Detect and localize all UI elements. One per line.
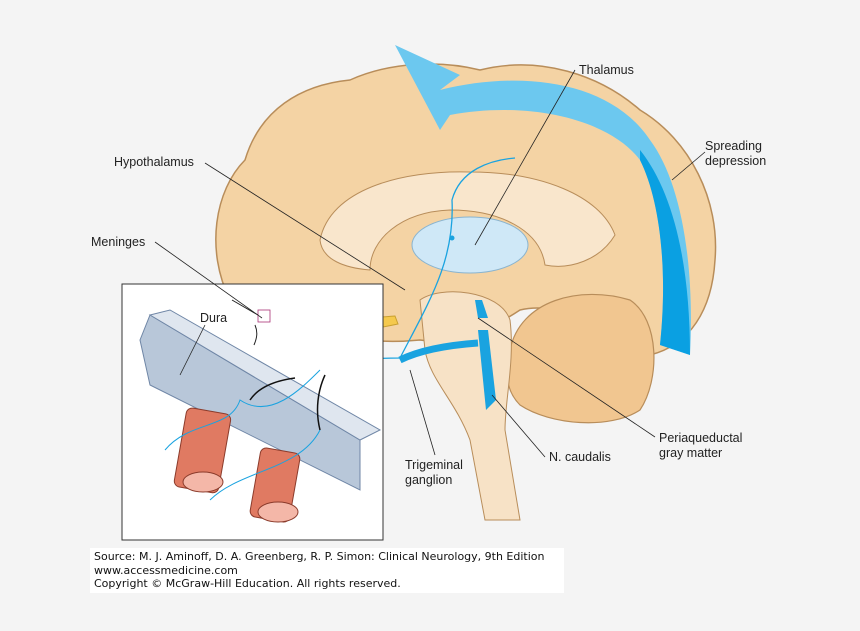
label-n-caudalis: N. caudalis	[549, 450, 611, 464]
label-line: Spreading	[705, 139, 762, 153]
label-line: ganglion	[405, 473, 453, 487]
thalamus-shape	[411, 216, 529, 274]
source-citation: Source: M. J. Aminoff, D. A. Greenberg, …	[90, 548, 564, 593]
corpus-callosum	[319, 171, 616, 271]
label-hypothalamus: Hypothalamus	[114, 155, 194, 169]
label-thalamus: Thalamus	[579, 63, 634, 77]
label-meninges: Meninges	[91, 235, 146, 249]
label-spreading-depression: Spreading depression	[705, 139, 766, 169]
label-periaqueductal: Periaqueductal gray matter	[659, 431, 742, 461]
label-line: Periaqueductal	[659, 431, 743, 445]
label-line: depression	[705, 154, 767, 168]
cerebellum	[506, 293, 655, 424]
source-url: www.accessmedicine.com	[94, 563, 238, 577]
spreading-depression-arrow	[395, 45, 691, 355]
source-line: Source: M. J. Aminoff, D. A. Greenberg, …	[94, 550, 545, 563]
label-line: gray matter	[659, 446, 723, 460]
label-line: Trigeminal	[405, 458, 463, 472]
label-dura: Dura	[200, 311, 228, 325]
copyright: Copyright © McGraw-Hill Education. All r…	[94, 577, 401, 590]
label-trigeminal-ganglion: Trigeminal ganglion	[405, 458, 463, 488]
